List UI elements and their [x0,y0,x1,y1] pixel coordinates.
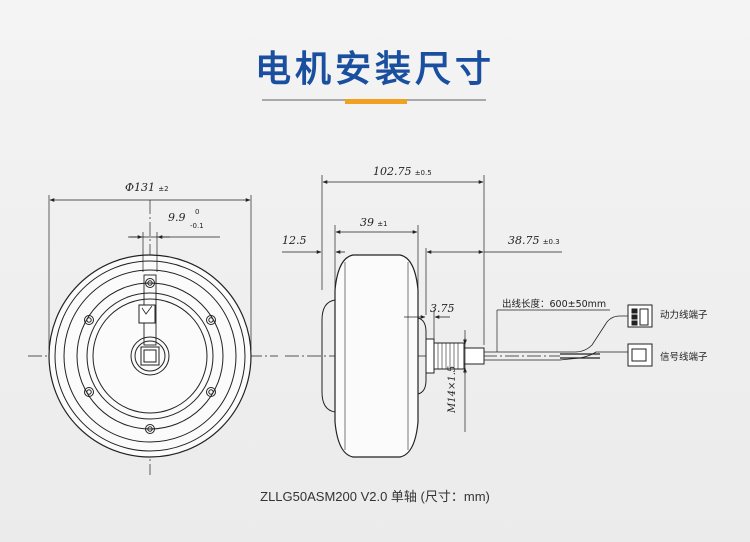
drawing-caption: ZLLG50ASM200 V2.0 单轴 (尺寸：mm) [260,489,490,504]
overall-length-tolerance: ±0.5 [414,169,432,177]
offset-tol-lower: -0.1 [190,222,204,230]
offset-value: 9.9 [168,211,186,224]
diameter-tolerance: ±2 [158,185,169,193]
overall-length-dimension: 102.75 ±0.5 [373,165,432,178]
signal-connector-label: 信号线端子 [660,352,708,363]
shoulder-value: 3.75 [430,302,455,315]
thread-label: M14×1.5 [447,365,458,413]
shaft-length-tolerance: ±0.3 [542,238,560,246]
diameter-value: Φ131 [125,181,156,194]
side-view [282,175,653,458]
offset-dimension: 9.9 [168,211,186,224]
front-view [28,195,278,475]
hub-offset-value: 12.5 [282,234,307,247]
tire-width-value: 39 [360,216,374,229]
page-title: 电机安装尺寸 [254,49,495,90]
shaft-length-dimension: 38.75 ±0.3 [508,234,560,247]
signal-connector [627,343,653,367]
wire-length-label: 出线长度：600±50mm [502,299,607,310]
bolt-holes [84,278,216,434]
tire-width-tolerance: ±1 [377,220,388,228]
tire-width-dimension: 39 ±1 [360,216,388,229]
overall-length-value: 102.75 [373,165,412,178]
offset-tol-upper: 0 [195,208,200,216]
power-connector-label: 动力线端子 [660,310,708,321]
diameter-dimension: Φ131 ±2 [125,181,169,194]
shaft-length-value: 38.75 [508,234,540,247]
title-accent-bar [345,99,407,104]
power-connector [627,304,653,328]
